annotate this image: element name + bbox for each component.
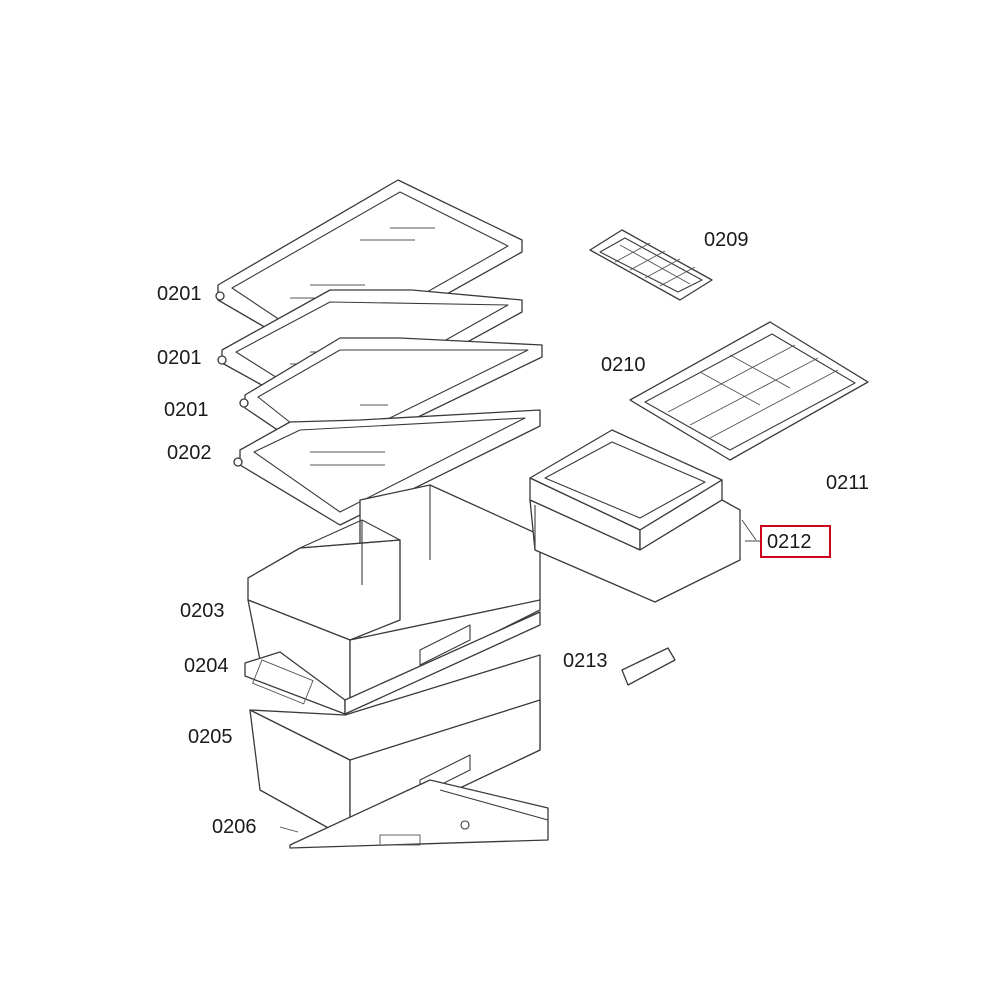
- shelf-0202: [233, 409, 541, 526]
- ice-tray-frame: [629, 321, 869, 461]
- crisper-drawer: [247, 484, 541, 706]
- part-label: 0211: [826, 472, 870, 494]
- ice-scoop: [621, 647, 676, 686]
- part-label: 0213: [563, 650, 608, 672]
- part-label: 0205: [188, 726, 233, 748]
- leader-lines: [279, 826, 299, 833]
- part-label: 0204: [184, 655, 229, 677]
- part-label: 0201: [157, 283, 202, 305]
- part-label: 0203: [180, 600, 225, 622]
- part-label-highlighted: 0212: [767, 531, 812, 553]
- drawer-rail: [289, 779, 549, 849]
- divider-tray: [244, 611, 541, 715]
- part-label: 0201: [164, 399, 209, 421]
- part-label: 0202: [167, 442, 212, 464]
- part-label: 0209: [704, 229, 749, 251]
- part-label: 0206: [212, 816, 257, 838]
- ice-cube-tray: [589, 229, 713, 301]
- ice-bucket: [529, 429, 762, 603]
- highlight-box: [760, 525, 831, 558]
- part-label: 0201: [157, 347, 202, 369]
- part-label: 0210: [601, 354, 646, 376]
